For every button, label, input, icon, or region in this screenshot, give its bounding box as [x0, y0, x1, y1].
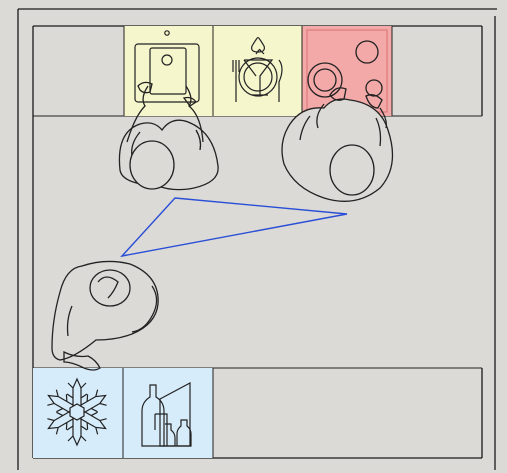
work-triangle: [120, 197, 348, 258]
prep-zone: [213, 26, 302, 116]
sink-icon: [134, 30, 200, 103]
person-at-fridge: [51, 260, 159, 371]
glass-and-cutlery-icon: [232, 37, 283, 102]
person-at-sink: [118, 81, 219, 191]
zone-dividers: [122, 26, 393, 458]
walls: [17, 8, 497, 470]
bottles-icon: [141, 382, 192, 447]
person-at-stove: [281, 87, 394, 202]
snowflake-icon: [42, 377, 112, 446]
pantry-zone: [123, 368, 213, 458]
